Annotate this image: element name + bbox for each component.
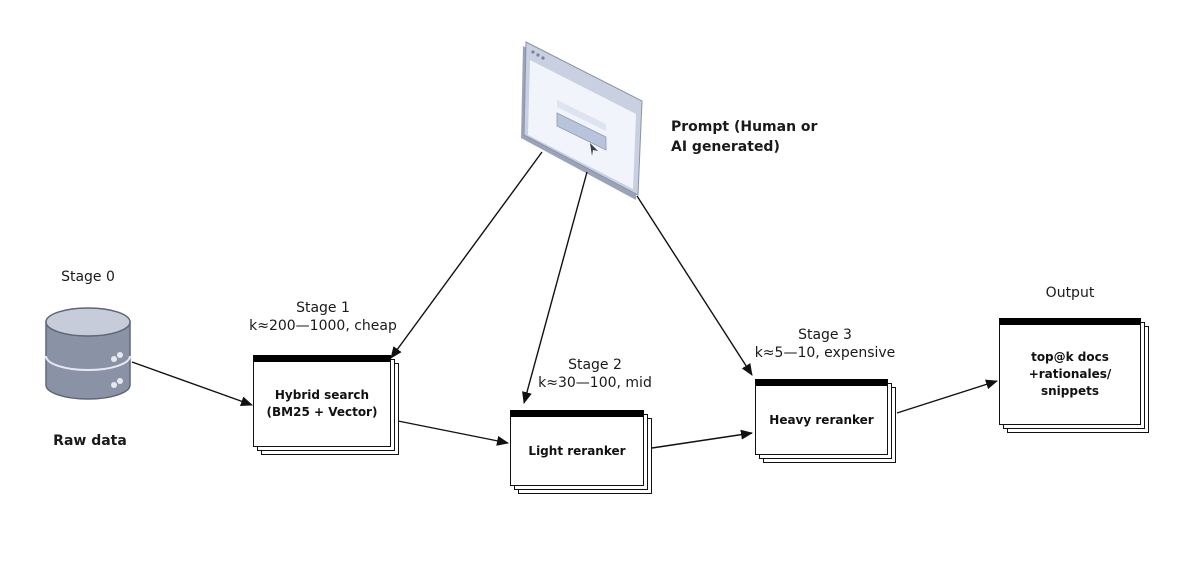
stage3-document-stack: Heavy reranker: [755, 379, 896, 463]
stage1-box: Hybrid search (BM25 + Vector): [253, 355, 391, 447]
output-box: top@k docs +rationales/ snippets: [999, 318, 1141, 425]
arrow-prompt-to-stage2: [522, 171, 588, 404]
arrow-stage1-to-stage2: [397, 420, 509, 446]
stage3-title: Stage 3: [798, 327, 852, 343]
stage3-box: Heavy reranker: [755, 379, 888, 455]
stage2-heading: Stage 2 k≈30—100, mid: [520, 356, 670, 392]
database-icon: [45, 307, 131, 400]
stage2-box-line-1: Light reranker: [528, 443, 626, 458]
output-box-line-1: top@k docs: [1031, 350, 1109, 364]
stage1-detail: k≈200—1000, cheap: [249, 318, 397, 334]
stage1-document-stack: Hybrid search (BM25 + Vector): [253, 355, 399, 455]
output-box-line-2: +rationales/: [1028, 367, 1112, 381]
prompt-label-line-1: Prompt (Human or: [671, 119, 818, 135]
browser-window-icon: [521, 41, 643, 200]
stage1-box-line-2: (BM25 + Vector): [266, 405, 378, 419]
stage1-box-line-1: Hybrid search: [274, 388, 370, 402]
output-box-line-3: snippets: [1041, 384, 1099, 398]
output-title: Output: [1045, 285, 1095, 301]
stage3-heading: Stage 3 k≈5—10, expensive: [745, 326, 905, 362]
output-document-stack: top@k docs +rationales/ snippets: [999, 318, 1149, 433]
prompt-label: Prompt (Human or AI generated): [671, 117, 817, 157]
stage3-box-line-1: Heavy reranker: [769, 412, 874, 427]
stage0-caption: Raw data: [53, 433, 127, 449]
arrow-prompt-to-stage3: [636, 195, 753, 376]
stage0-title: Stage 0: [61, 269, 115, 285]
arrow-prompt-to-stage1: [390, 151, 543, 359]
arrow-stage0-to-stage1: [131, 361, 253, 406]
stage2-detail: k≈30—100, mid: [538, 375, 652, 391]
stage3-detail: k≈5—10, expensive: [754, 345, 896, 361]
stage1-heading: Stage 1 k≈200—1000, cheap: [238, 299, 408, 335]
arrow-stage2-to-stage3: [651, 429, 753, 449]
arrow-stage3-to-output: [896, 379, 998, 414]
prompt-label-line-2: AI generated): [671, 139, 780, 155]
stage2-document-stack: Light reranker: [510, 410, 652, 494]
stage2-title: Stage 2: [568, 357, 622, 373]
stage1-title: Stage 1: [296, 300, 350, 316]
stage2-box: Light reranker: [510, 410, 644, 486]
